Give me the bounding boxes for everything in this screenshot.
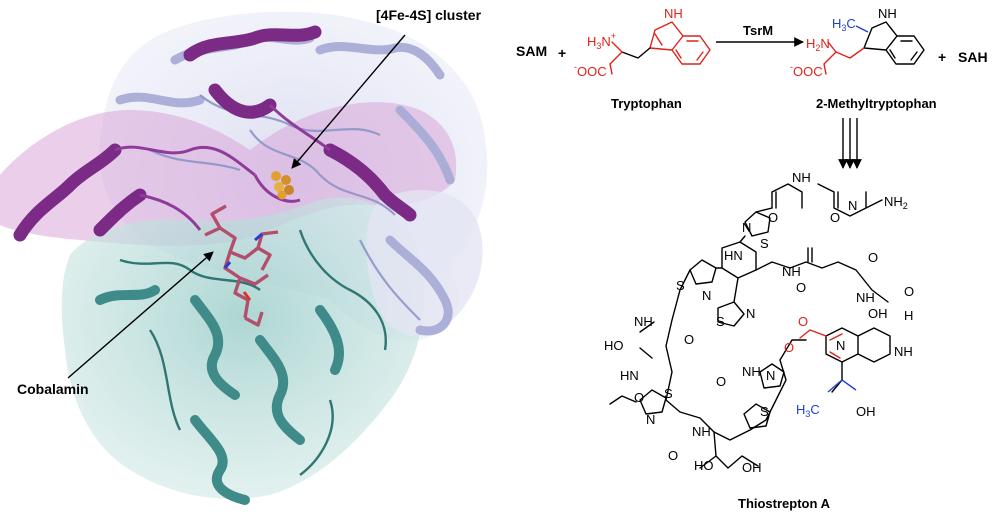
tsr-o-4: O	[868, 250, 878, 265]
plus-sign-1: +	[558, 45, 566, 61]
tsr-o-5: O	[904, 284, 914, 299]
mtrp-nh: NH	[878, 6, 897, 21]
tsr-n-5: N	[746, 306, 755, 321]
fe-s-cluster	[271, 171, 294, 200]
tsr-hn-3: HN	[620, 368, 639, 383]
tsr-s-3: S	[716, 314, 725, 329]
methyltryptophan-structure: NH H3C H2N -OOC 2-Methyltryptophan	[790, 6, 937, 111]
thiostrepton-label: Thiostrepton A	[738, 496, 831, 511]
tsrm-label: TsrM	[743, 23, 773, 38]
cobalamin-label: Cobalamin	[17, 381, 89, 397]
protein-structure: [4Fe-4S] cluster Cobalamin	[0, 7, 488, 505]
tsr-ho-2: HO	[694, 458, 714, 473]
tsr-o-8: O	[684, 332, 694, 347]
tsr-ho-1: HO	[604, 338, 624, 353]
trp-ooc: -OOC	[574, 62, 607, 79]
cluster-label: [4Fe-4S] cluster	[376, 7, 482, 23]
tsr-o-2: O	[830, 210, 840, 225]
tryptophan-structure: NH H3N+ -OOC Tryptophan	[574, 6, 711, 111]
sam-label: SAM	[516, 43, 547, 59]
tsr-o-7: O	[784, 340, 794, 355]
purple-helices	[13, 25, 417, 242]
tsr-n-6: N	[646, 412, 655, 427]
tsr-o-6: O	[798, 314, 808, 329]
lavender-surface-right	[366, 190, 483, 336]
teal-helices	[95, 285, 344, 505]
tsr-nh-4: NH	[894, 344, 913, 359]
tsr-nh2: NH2	[884, 194, 908, 211]
cobalamin-pointer-arrow	[67, 251, 214, 379]
tsr-hn-1: HN	[724, 248, 743, 263]
tsr-h3c: H3C	[796, 402, 820, 419]
tryptophan-label: Tryptophan	[611, 96, 682, 111]
tsr-n-1: N	[848, 198, 857, 213]
tsr-nh-6: NH	[692, 424, 711, 439]
mtrp-ooc: -OOC	[790, 62, 823, 79]
tsr-s-1: S	[760, 236, 769, 251]
tsr-nh-5: NH	[742, 364, 761, 379]
thiostrepton-structure: NH NH2 O O N S N S N HN NH O NH O O OH H…	[604, 170, 914, 511]
tsr-s-4: S	[664, 386, 673, 401]
tsr-o-11: O	[668, 448, 678, 463]
methyltryptophan-label: 2-Methyltryptophan	[816, 96, 937, 111]
plus-sign-2: +	[938, 49, 946, 65]
tsr-oh-3: OH	[856, 404, 876, 419]
tsr-o-3: O	[796, 280, 806, 295]
tsr-n-3: N	[702, 288, 711, 303]
tsr-oh-2: OH	[742, 460, 762, 475]
tsr-n-7: N	[766, 368, 775, 383]
tsr-s-2: S	[676, 278, 685, 293]
tsr-nh-3: NH	[856, 290, 875, 305]
tsr-o-10: O	[634, 390, 644, 405]
mtrp-h3c: H3C	[832, 16, 856, 33]
tsr-nh-1: NH	[792, 170, 811, 185]
trp-nh: NH	[664, 6, 683, 21]
tsr-n-4: N	[836, 338, 845, 353]
sah-label: SAH	[958, 49, 988, 65]
purple-loops	[114, 103, 331, 231]
tsr-nh-2: NH	[782, 264, 801, 279]
cluster-pointer-arrow	[291, 34, 406, 169]
mtrp-h2n: H2N	[806, 36, 830, 53]
tsr-o-1: O	[768, 210, 778, 225]
tsr-o-9: O	[716, 374, 726, 389]
tsr-n-2: N	[742, 220, 751, 235]
multistep-arrows	[838, 118, 862, 169]
tsr-oh-1: OH	[868, 306, 888, 321]
trp-h3n: H3N+	[587, 31, 616, 51]
tsr-s-5: S	[760, 404, 769, 419]
reaction-scheme: SAM + NH H3N+ -OOC Tryptophan TsrM	[516, 6, 988, 511]
tsr-h: H	[904, 308, 913, 323]
cobalamin-heteroatoms	[223, 232, 263, 301]
tsr-hn-2: NH	[634, 314, 653, 329]
